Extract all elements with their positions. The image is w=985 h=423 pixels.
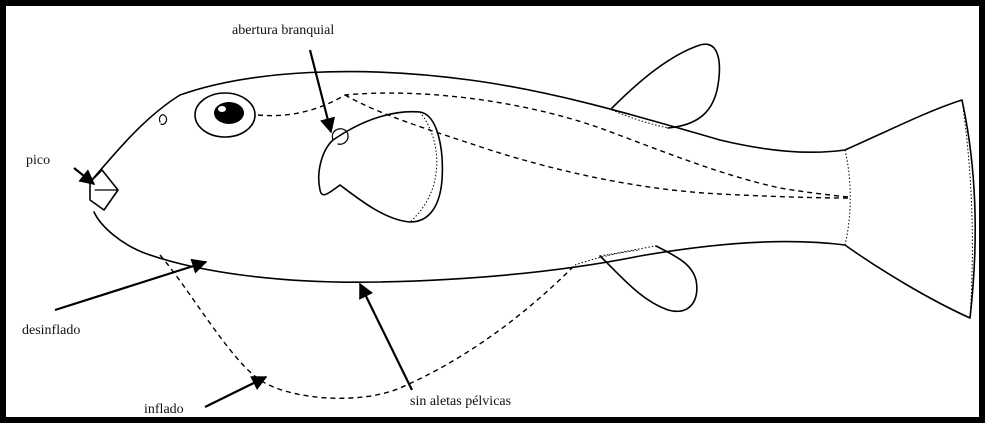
dorsal-fin-base (611, 109, 669, 129)
lateral-line-lower (344, 94, 849, 199)
pectoral-fin-edge (409, 111, 438, 223)
eye-highlight (218, 106, 226, 112)
anal-fin-base (599, 245, 657, 257)
anal-fin (599, 245, 698, 313)
gill-opening (331, 128, 349, 145)
label-pico: pico (26, 153, 50, 168)
label-inflado: inflado (144, 402, 184, 417)
fish-body-outline (89, 70, 977, 319)
pectoral-fin (317, 110, 444, 223)
arrow-abertura (308, 49, 336, 134)
arrow-sin-aletas (359, 282, 413, 391)
label-sin-aletas-pelvicas: sin aletas pélvicas (410, 394, 511, 409)
arrow-pico (73, 167, 96, 185)
eye-outer (194, 92, 256, 138)
arrow-desinflado (54, 258, 208, 312)
inflated-belly-outline (159, 254, 576, 399)
label-abertura-branquial: abertura branquial (232, 23, 334, 38)
lateral-line-upper (257, 92, 849, 198)
beak (89, 169, 119, 211)
nostril (158, 114, 168, 126)
caudal-fin-edge (961, 99, 973, 319)
ventral-dotted (574, 249, 641, 266)
eye-pupil (214, 102, 244, 124)
label-desinflado: desinflado (22, 323, 80, 338)
arrow-inflado (204, 376, 268, 408)
dorsal-fin (611, 43, 721, 129)
